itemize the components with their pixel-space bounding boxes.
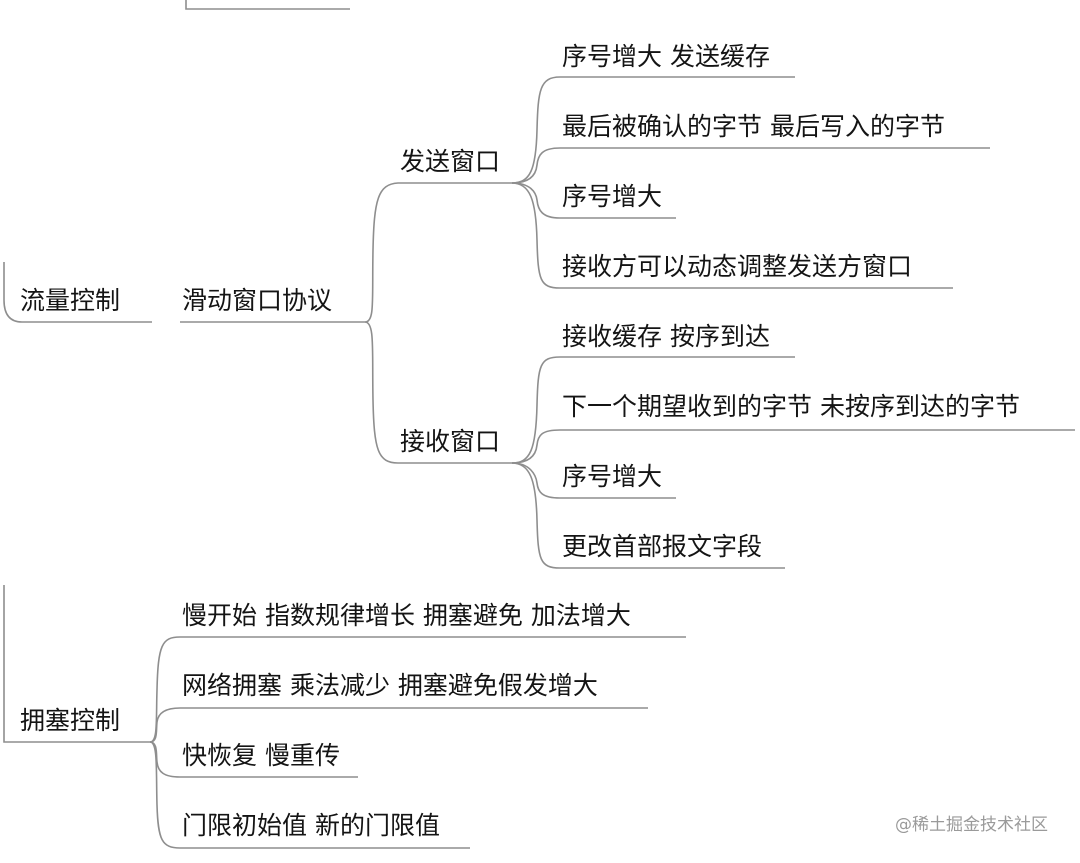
- congestion-item: 门限初始值 新的门限值: [182, 811, 440, 840]
- connector-send-item-4: [511, 182, 953, 289]
- connector-congestion-item-4: [149, 741, 470, 849]
- node-congestion-control: 拥塞控制: [20, 706, 121, 735]
- congestion-item: 慢开始 指数规律增长 拥塞避免 加法增大: [182, 601, 631, 630]
- node-flow-control: 流量控制: [20, 286, 121, 315]
- connector-receive-item-4: [511, 462, 785, 569]
- node-sliding-window-protocol: 滑动窗口协议: [182, 286, 333, 315]
- node-send-window: 发送窗口: [400, 147, 501, 176]
- node-receive-window: 接收窗口: [400, 427, 501, 456]
- send-window-item: 序号增大 发送缓存: [562, 42, 770, 71]
- connector-send-item-1: [511, 76, 795, 184]
- connector-send-item-2: [511, 147, 990, 184]
- connector-top-partial: [185, 0, 350, 10]
- connector-congestion-item-1: [149, 636, 686, 743]
- connector-to-send-window: [364, 182, 512, 323]
- connector-congestion-item-3: [149, 741, 358, 778]
- watermark-text: @稀土掘金技术社区: [895, 815, 1048, 835]
- send-window-item: 接收方可以动态调整发送方窗口: [562, 252, 913, 281]
- send-window-item: 最后被确认的字节 最后写入的字节: [562, 112, 945, 141]
- connector-spine-congestion: [3, 585, 150, 743]
- receive-window-item: 序号增大: [562, 462, 663, 491]
- receive-window-item: 接收缓存 按序到达: [562, 322, 770, 351]
- congestion-item: 快恢复 慢重传: [182, 741, 340, 770]
- connector-receive-item-1: [511, 356, 795, 464]
- receive-window-item: 下一个期望收到的字节 未按序到达的字节: [562, 392, 1020, 421]
- connector-receive-item-2: [511, 429, 1075, 464]
- connector-send-item-3: [511, 182, 676, 219]
- congestion-item: 网络拥塞 乘法减少 拥塞避免假发增大: [182, 671, 598, 700]
- connector-receive-item-3: [511, 462, 676, 499]
- receive-window-item: 更改首部报文字段: [562, 532, 763, 561]
- connector-congestion-item-2: [149, 707, 648, 743]
- connector-to-receive-window: [364, 321, 512, 464]
- connector-spine-flow: [3, 262, 152, 323]
- send-window-item: 序号增大: [562, 182, 663, 211]
